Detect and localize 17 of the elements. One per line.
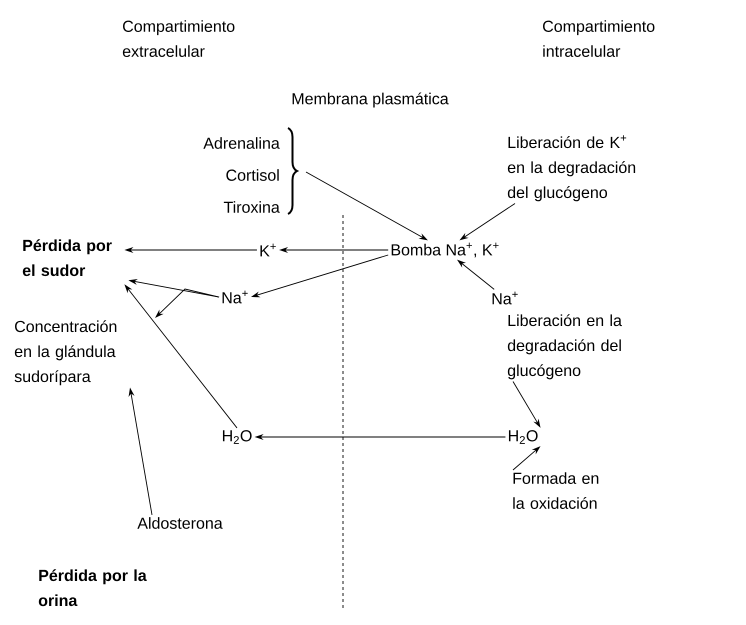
membrane-label: Membrana plasmática bbox=[292, 92, 449, 108]
loss-label: Pérdida por la orina bbox=[38, 569, 147, 606]
source-text: Liberación de K$^{+}$ en la degradación del glucógeno bbox=[508, 135, 636, 202]
compartment-label: Compartimiento extracelular bbox=[122, 20, 234, 57]
source-text: Formada en la oxidación bbox=[513, 472, 598, 509]
loss-label: Pérdida por el sudor bbox=[22, 239, 112, 276]
ion-label: K$^{+}$ bbox=[260, 244, 276, 256]
pump-label: Bomba Na$^{+}$, K$^{+}$ bbox=[392, 242, 499, 258]
ion-label: Na$^{+}$ bbox=[222, 290, 248, 304]
water-label: H$_{2}$O bbox=[508, 430, 538, 444]
source-text: Liberación en la degradación del glucógeno bbox=[508, 314, 622, 380]
hormone-label: Aldosterona bbox=[137, 517, 223, 529]
water-label: H$_{2}$O bbox=[222, 430, 252, 444]
hormone-list: Adrenalina Cortisol Tiroxina bbox=[203, 137, 280, 213]
ion-label: Na$^{+}$ bbox=[492, 292, 518, 304]
compartment-label: Compartimiento intracelular bbox=[543, 20, 654, 57]
gland-text: Concentración en la glándula sudorípara bbox=[14, 320, 116, 386]
